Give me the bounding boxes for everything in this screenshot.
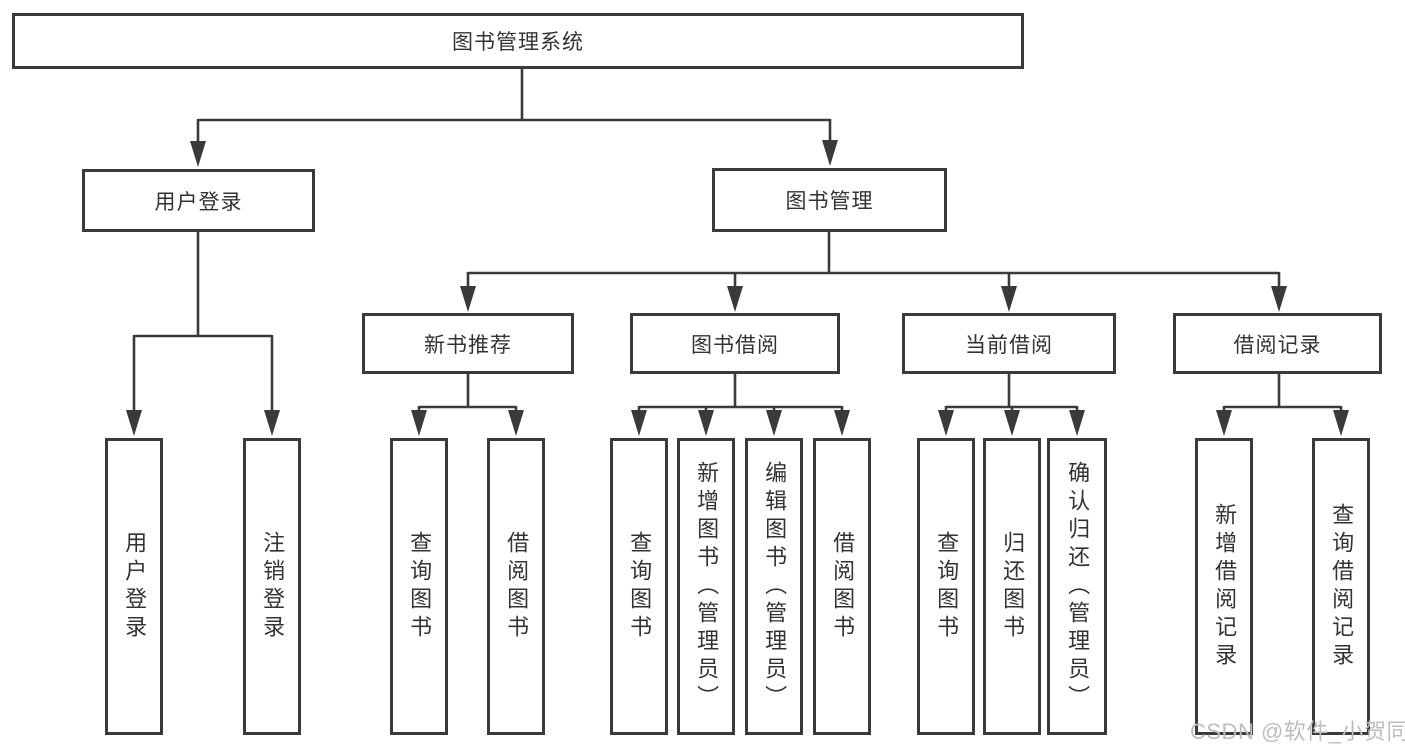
node-current-borrowing: 当前借阅 <box>902 313 1116 374</box>
node-book-borrowing: 图书借阅 <box>630 313 840 374</box>
node-library-management-system: 图书管理系统 <box>12 13 1024 69</box>
node-leaf-add-book-admin: 新增图书（管理员） <box>677 438 735 735</box>
node-leaf-query-books-borrowing: 查询图书 <box>610 438 668 735</box>
node-borrowing-records: 借阅记录 <box>1173 313 1382 374</box>
node-leaf-borrow-books-borrowing: 借阅图书 <box>813 438 871 735</box>
connector-new-book-to-leaves <box>417 374 518 413</box>
node-leaf-edit-book-admin: 编辑图书（管理员） <box>745 438 803 735</box>
connector-borrow-to-leaves <box>637 374 844 413</box>
node-leaf-confirm-return-admin: 确认归还（管理员） <box>1047 438 1107 735</box>
node-user-login-branch: 用户登录 <box>82 169 315 232</box>
node-leaf-query-books-current: 查询图书 <box>917 438 975 735</box>
connector-records-to-leaves <box>1222 374 1343 413</box>
watermark-text: CSDN @软件_小贺同学 <box>1190 719 1405 744</box>
connector-user-login-to-leaves <box>132 232 274 413</box>
node-leaf-borrow-books-recommend: 借阅图书 <box>487 438 545 735</box>
connector-root-to-level2 <box>196 69 832 144</box>
node-leaf-user-login: 用户登录 <box>105 438 163 735</box>
connector-book-mgmt-to-level3 <box>466 232 1281 289</box>
node-leaf-query-borrow-record: 查询借阅记录 <box>1312 438 1370 735</box>
arrowheads <box>126 140 1349 436</box>
node-leaf-query-books-recommend: 查询图书 <box>390 438 448 735</box>
connector-current-to-leaves <box>944 374 1079 413</box>
node-leaf-logout: 注销登录 <box>243 438 301 735</box>
node-leaf-return-books: 归还图书 <box>983 438 1041 735</box>
node-new-book-recommendation: 新书推荐 <box>362 313 574 374</box>
node-book-management-branch: 图书管理 <box>712 168 947 232</box>
node-leaf-add-borrow-record: 新增借阅记录 <box>1195 438 1253 735</box>
